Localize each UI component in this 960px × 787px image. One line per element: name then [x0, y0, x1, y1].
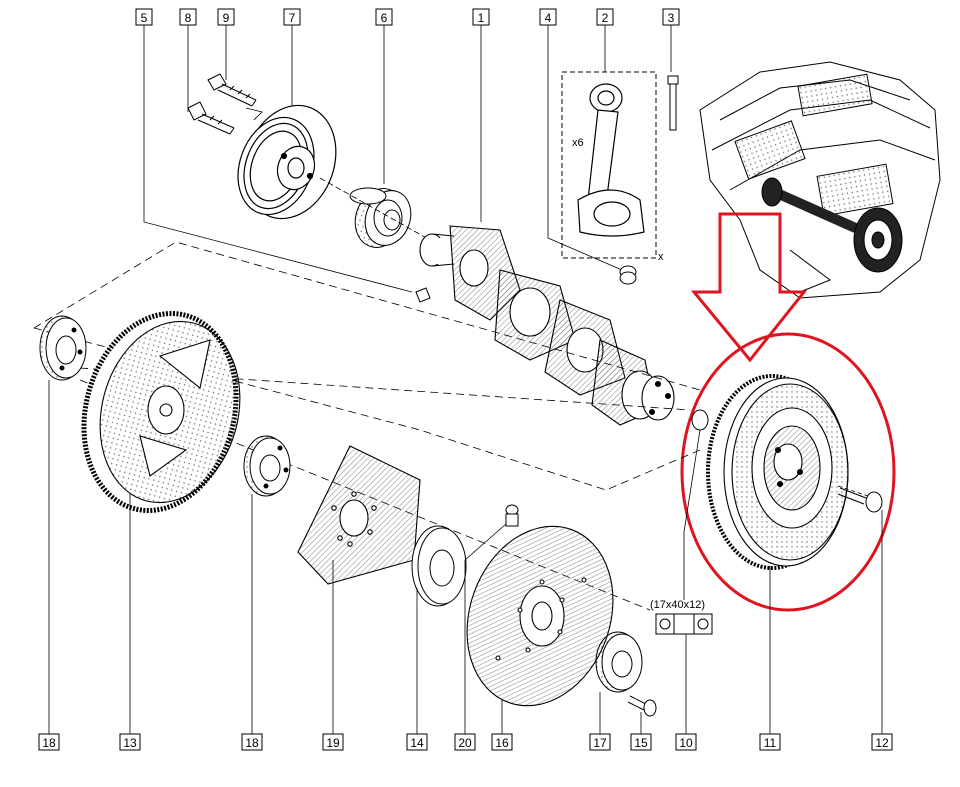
callout-3: 3	[668, 11, 675, 25]
callout-16: 16	[495, 736, 509, 750]
bolt-8	[187, 101, 235, 135]
callout-12: 12	[875, 736, 889, 750]
callout-7: 7	[289, 11, 296, 25]
spacer-14	[411, 525, 467, 607]
bolt-9	[207, 73, 257, 107]
conrod-2	[577, 83, 645, 237]
axis-crank-front	[319, 177, 431, 241]
flexplate-16	[466, 525, 614, 707]
callout-14: 14	[410, 736, 424, 750]
callout-labels-top: 5 8 9 7 6 1 4 2 3	[141, 11, 675, 25]
washer-18-middle	[243, 435, 291, 497]
flywheel-11	[706, 374, 849, 570]
callout-18-left: 18	[42, 736, 56, 750]
callout-1: 1	[478, 11, 485, 25]
conrod-group-box	[561, 71, 657, 259]
ring-gear-13	[81, 311, 241, 513]
highlight-circle	[680, 332, 896, 612]
callout-9: 9	[223, 11, 230, 25]
callout-10: 10	[679, 736, 693, 750]
bolt-12	[837, 487, 883, 513]
seal-10-mounted	[691, 409, 709, 431]
rod-nut-4	[619, 265, 637, 285]
key-5	[415, 287, 431, 303]
callout-2: 2	[602, 11, 609, 25]
seal-size-label: (17x40x12)	[650, 599, 705, 611]
washer-18-left	[39, 315, 87, 381]
callout-5: 5	[141, 11, 148, 25]
callout-18-middle: 18	[245, 736, 259, 750]
rod-bolt-3	[667, 75, 679, 131]
engine-illustration	[699, 61, 941, 299]
conrod-mark: x	[658, 251, 664, 263]
callout-20: 20	[458, 736, 472, 750]
bolt-15	[627, 695, 657, 717]
highlight-arrow	[690, 212, 808, 363]
washer-17	[595, 631, 643, 693]
callout-19: 19	[326, 736, 340, 750]
callouts-bottom	[38, 733, 893, 751]
conrod-qty: x6	[572, 137, 584, 149]
crankshaft-1	[419, 225, 675, 426]
callout-6: 6	[381, 11, 388, 25]
callout-13: 13	[123, 736, 137, 750]
callout-15: 15	[634, 736, 648, 750]
callouts-top	[135, 8, 680, 26]
axis-line-bolts	[245, 107, 263, 121]
sprocket-6	[349, 187, 412, 248]
plate-19	[297, 445, 421, 585]
callout-8: 8	[185, 11, 192, 25]
pulley-7	[237, 104, 337, 220]
axis-line-bolt-12	[837, 485, 869, 497]
callout-17: 17	[593, 736, 607, 750]
callout-11: 11	[764, 736, 777, 750]
bolt-20	[505, 504, 519, 527]
leader-lines-bottom	[48, 380, 883, 734]
callout-4: 4	[545, 11, 552, 25]
callout-labels-bottom: 18 13 18 19 14 20 16 17 15 10 11 12	[42, 736, 889, 750]
leader-lines-top	[143, 25, 672, 293]
seal-10-detail	[655, 613, 713, 635]
